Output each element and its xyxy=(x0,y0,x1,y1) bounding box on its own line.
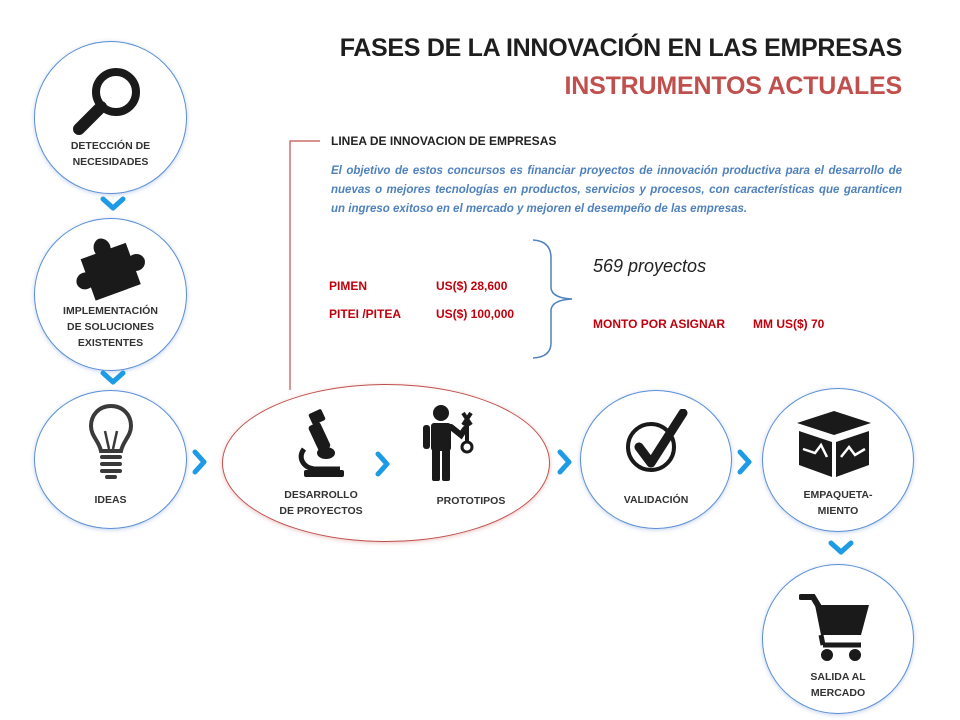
chevron-right-icon xyxy=(375,451,390,477)
microscope-icon xyxy=(298,409,344,477)
phase-salida: SALIDA AL MERCADO xyxy=(762,564,914,714)
highlight-group: DESARROLLO DE PROYECTOS PROTOTIPOS xyxy=(222,384,550,542)
instrument-name: PIMEN xyxy=(329,279,368,293)
checkmark-icon xyxy=(626,409,688,472)
magnifier-icon xyxy=(73,68,140,135)
linea-heading: LINEA DE INNOVACION DE EMPRESAS xyxy=(331,134,557,148)
phase-deteccion: DETECCIÓN DE NECESIDADES xyxy=(34,41,187,194)
phase-label: IMPLEMENTACIÓN DE SOLUCIONES EXISTENTES xyxy=(63,305,158,349)
phase-implementacion: IMPLEMENTACIÓN DE SOLUCIONES EXISTENTES xyxy=(34,218,187,371)
chevron-right-icon xyxy=(192,449,207,475)
instrument-amount: US($) 100,000 xyxy=(436,307,515,321)
monto-label: MONTO POR ASIGNAR xyxy=(593,317,726,331)
projects-count: 569 proyectos xyxy=(593,256,707,276)
page-title: FASES DE LA INNOVACIÓN EN LAS EMPRESAS xyxy=(339,34,903,62)
chevron-down-icon xyxy=(100,370,126,385)
shopping-cart-icon xyxy=(799,594,869,661)
phase-ideas: IDEAS xyxy=(34,390,187,529)
instrument-amount: US($) 28,600 xyxy=(436,279,508,293)
chevron-right-icon xyxy=(737,449,752,475)
instrument-name: PITEI /PITEA xyxy=(329,307,402,321)
page-subtitle: INSTRUMENTOS ACTUALES xyxy=(564,72,903,100)
box-icon xyxy=(797,411,871,477)
phase-validacion: VALIDACIÓN xyxy=(580,390,732,529)
lightbulb-icon xyxy=(88,403,134,479)
phase-empaquetamiento: EMPAQUETA- MIENTO xyxy=(762,388,914,532)
puzzle-icon xyxy=(76,238,145,301)
phase-label: IDEAS xyxy=(94,494,127,506)
linea-description: El objetivo de estos concursos es financ… xyxy=(331,165,902,215)
phase-label: EMPAQUETA- MIENTO xyxy=(803,489,873,517)
chevron-down-icon xyxy=(100,196,126,211)
phase-label: SALIDA AL MERCADO xyxy=(810,671,866,699)
phase-label: DETECCIÓN DE NECESIDADES xyxy=(70,140,151,168)
monto-value: MM US($) 70 xyxy=(753,317,825,331)
phase-label: DESARROLLO DE PROYECTOS xyxy=(279,489,363,517)
chevron-down-icon xyxy=(828,540,854,555)
chevron-right-icon xyxy=(557,449,572,475)
phase-label: PROTOTIPOS xyxy=(436,495,506,507)
mechanic-icon xyxy=(423,405,474,481)
phase-label: VALIDACIÓN xyxy=(623,494,689,506)
